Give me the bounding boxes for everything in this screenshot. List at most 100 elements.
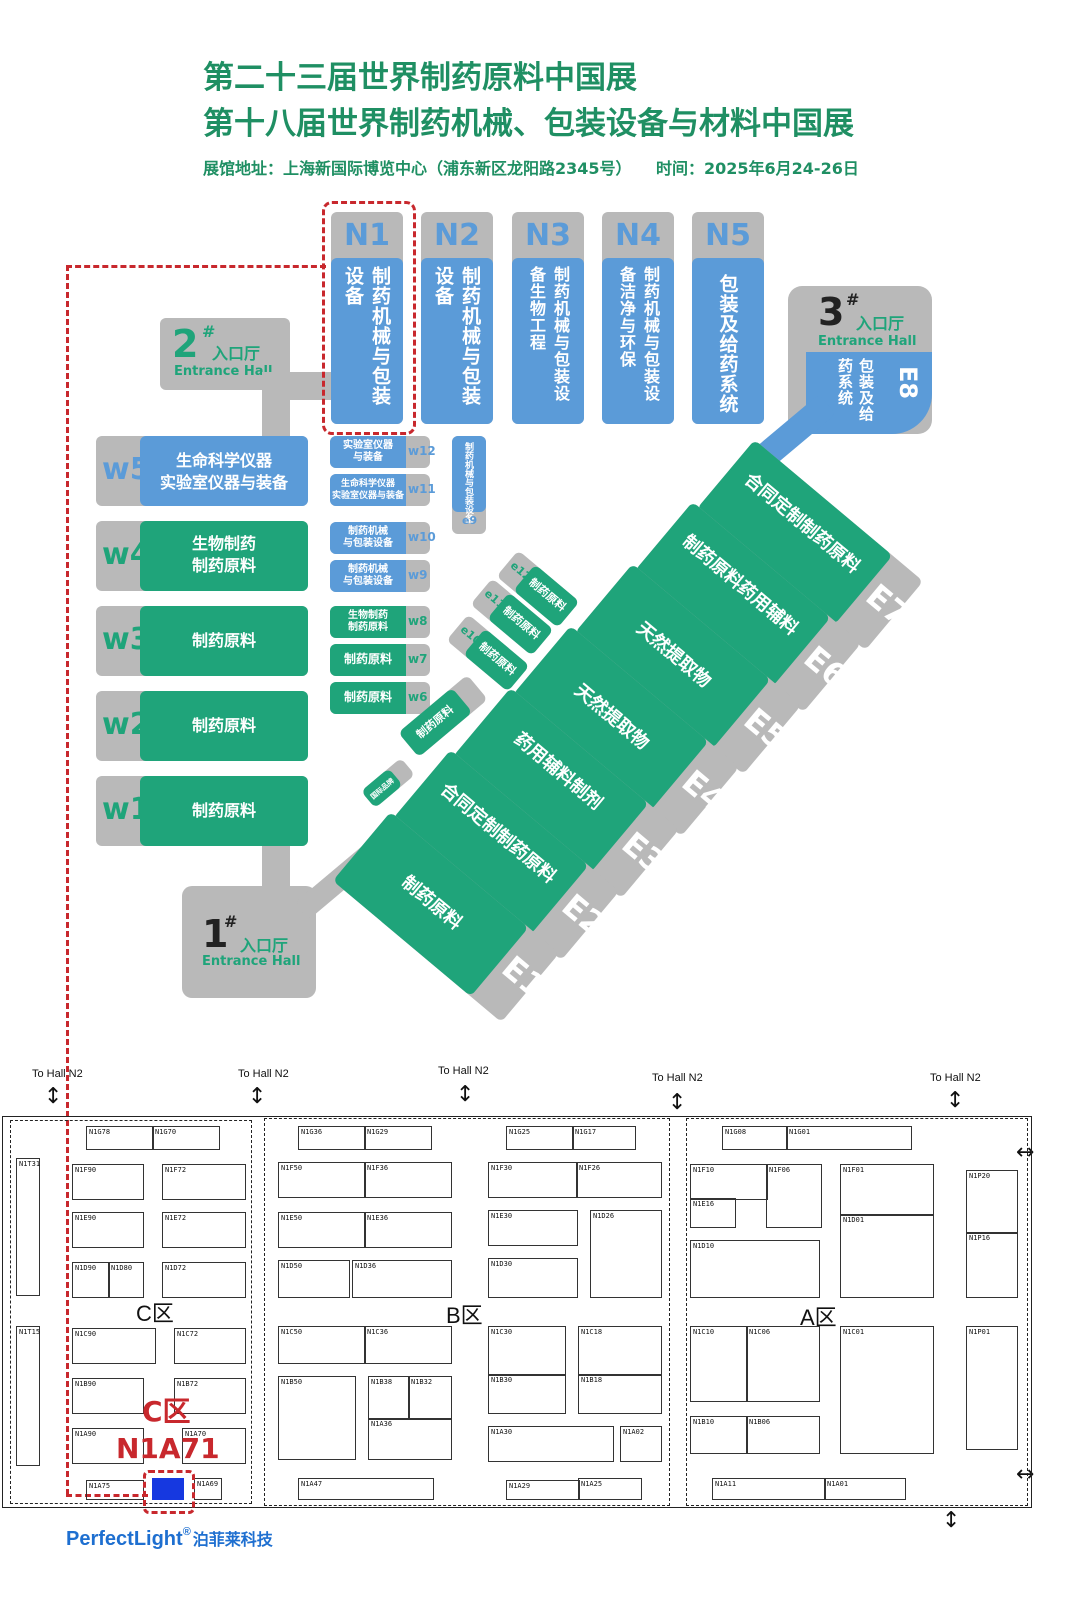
hall-w2[interactable]: w2 制药原料 (96, 691, 308, 761)
booth-n1e30[interactable]: N1E30 (488, 1210, 578, 1246)
hall-w5[interactable]: w5 生命科学仪器 实验室仪器与装备 (96, 436, 308, 506)
entrance-2-sup: # (202, 322, 216, 341)
hall-w12[interactable]: 实验室仪器 与装备 w12 (330, 436, 436, 468)
booth-n1b30[interactable]: N1B30 (488, 1374, 566, 1414)
hall-n3[interactable]: N3 制药机械与包装设备生物工程 (512, 212, 584, 424)
booth-n1f01[interactable]: N1F01 (840, 1164, 934, 1216)
booth-n1t31[interactable]: N1T31 (16, 1158, 40, 1296)
hall-w4-line1: 生物制药 (191, 534, 256, 553)
hall-w7[interactable]: 制药原料 w7 (330, 644, 430, 676)
booth-n1a75[interactable]: N1A75 (86, 1480, 144, 1500)
hall-n1[interactable]: N1 制药机械与包装设备 (331, 212, 403, 424)
hall-n1-id: N1 (344, 218, 390, 253)
booth-n1p16[interactable]: N1P16 (966, 1232, 1018, 1298)
booth-n1p01[interactable]: N1P01 (966, 1326, 1018, 1450)
route-line-bottom (66, 1494, 148, 1497)
hall-w11-id: w11 (408, 482, 436, 496)
hall-e9-machinery[interactable]: 制药机械与包装设备 e9 (452, 436, 486, 534)
booth-n1d36[interactable]: N1D36 (352, 1260, 452, 1298)
booth-n1b50[interactable]: N1B50 (278, 1376, 356, 1460)
booth-n1f10[interactable]: N1F10 (690, 1164, 768, 1200)
booth-n1t15[interactable]: N1T15 (16, 1326, 40, 1466)
booth-n1a02[interactable]: N1A02 (620, 1426, 662, 1462)
booth-n1g36[interactable]: N1G36 (298, 1126, 366, 1150)
hall-e8-label: 包装及给药系统 (836, 358, 875, 422)
booth-n1e72[interactable]: N1E72 (162, 1212, 246, 1248)
entrance-2-number: 2 (172, 322, 199, 366)
booth-n1e16[interactable]: N1E16 (690, 1198, 736, 1228)
booth-n1a11[interactable]: N1A11 (712, 1478, 826, 1500)
hall-w8[interactable]: 生物制药 制药原料 w8 (330, 606, 430, 638)
hall-w6[interactable]: 制药原料 w6 (330, 682, 430, 714)
booth-n1f72[interactable]: N1F72 (162, 1164, 246, 1200)
booth-n1c72[interactable]: N1C72 (174, 1328, 246, 1364)
booth-n1d90[interactable]: N1D90 (72, 1262, 110, 1298)
booth-n1b72[interactable]: N1B72 (174, 1378, 246, 1414)
booth-n1d10[interactable]: N1D10 (690, 1240, 820, 1298)
hall-w6-line1: 制药原料 (343, 690, 392, 704)
booth-n1d72[interactable]: N1D72 (162, 1262, 246, 1298)
booth-n1a25[interactable]: N1A25 (578, 1478, 642, 1500)
booth-n1c10[interactable]: N1C10 (690, 1326, 748, 1402)
booth-n1c30[interactable]: N1C30 (488, 1326, 566, 1376)
booth-n1b06[interactable]: N1B06 (746, 1416, 820, 1454)
booth-n1b38[interactable]: N1B38 (368, 1376, 410, 1420)
hall-w11[interactable]: 生命科学仪器 实验室仪器与装备 w11 (330, 474, 436, 506)
booth-n1c18[interactable]: N1C18 (578, 1326, 662, 1376)
booth-n1a36[interactable]: N1A36 (368, 1418, 452, 1460)
booth-n1b90[interactable]: N1B90 (72, 1378, 144, 1414)
venue-info: 展馆地址：上海新国际博览中心（浦东新区龙阳路2345号） (203, 159, 632, 178)
booth-n1d80[interactable]: N1D80 (108, 1262, 144, 1298)
target-booth-n1a71[interactable] (152, 1478, 184, 1500)
zone-c-area (10, 1120, 252, 1504)
booth-n1c90[interactable]: N1C90 (72, 1328, 156, 1364)
hall-n5[interactable]: N5 包装及给药系统 (692, 212, 764, 424)
hall-n4[interactable]: N4 制药机械与包装设备洁净与环保 (602, 212, 674, 424)
booth-n1g29[interactable]: N1G29 (364, 1126, 432, 1150)
booth-n1c01[interactable]: N1C01 (840, 1326, 934, 1454)
hall-w12-id: w12 (408, 444, 436, 458)
booth-n1e36[interactable]: N1E36 (364, 1212, 452, 1248)
hall-w3[interactable]: w3 制药原料 (96, 606, 308, 676)
hall-w1[interactable]: w1 制药原料 (96, 776, 308, 846)
booth-n1g25[interactable]: N1G25 (506, 1126, 574, 1150)
booth-n1f06[interactable]: N1F06 (766, 1164, 822, 1228)
booth-n1c36[interactable]: N1C36 (364, 1326, 452, 1364)
booth-n1d26[interactable]: N1D26 (590, 1210, 662, 1298)
hall-w4[interactable]: w4 生物制药 制药原料 (96, 521, 308, 591)
booth-n1a30[interactable]: N1A30 (488, 1426, 614, 1462)
booth-n1a29[interactable]: N1A29 (506, 1480, 580, 1500)
booth-n1p20[interactable]: N1P20 (966, 1170, 1018, 1234)
booth-n1g08[interactable]: N1G08 (722, 1126, 788, 1150)
hall-w10[interactable]: 制药机械 与包装设备 w10 (330, 522, 436, 554)
booth-n1b18[interactable]: N1B18 (578, 1374, 662, 1414)
booth-n1d50[interactable]: N1D50 (278, 1260, 350, 1298)
booth-n1g01[interactable]: N1G01 (786, 1126, 912, 1150)
zone-a-label: A区 (800, 1305, 837, 1330)
booth-n1a47[interactable]: N1A47 (298, 1478, 434, 1500)
booth-n1f90[interactable]: N1F90 (72, 1164, 144, 1200)
booth-n1b10[interactable]: N1B10 (690, 1416, 748, 1454)
booth-n1a70[interactable]: N1A70 (182, 1428, 246, 1464)
booth-n1g17[interactable]: N1G17 (572, 1126, 636, 1150)
booth-n1g70[interactable]: N1G70 (152, 1126, 220, 1150)
booth-n1e90[interactable]: N1E90 (72, 1212, 144, 1248)
booth-n1a90[interactable]: N1A90 (72, 1428, 144, 1464)
booth-n1c06[interactable]: N1C06 (746, 1326, 820, 1402)
booth-n1f50[interactable]: N1F50 (278, 1162, 366, 1198)
to-hall-label-2: To Hall N2 (238, 1068, 289, 1080)
hall-w9[interactable]: 制药机械 与包装设备 w9 (330, 560, 430, 592)
booth-n1b32[interactable]: N1B32 (408, 1376, 452, 1420)
hall-n2[interactable]: N2 制药机械与包装设备 (421, 212, 493, 424)
booth-n1e50[interactable]: N1E50 (278, 1212, 366, 1248)
hall-w4-line2: 制药原料 (191, 556, 256, 575)
booth-n1f26[interactable]: N1F26 (576, 1162, 662, 1198)
booth-n1f30[interactable]: N1F30 (488, 1162, 578, 1198)
booth-n1a69[interactable]: N1A69 (194, 1478, 222, 1500)
booth-n1f36[interactable]: N1F36 (364, 1162, 452, 1198)
booth-n1d30[interactable]: N1D30 (488, 1258, 578, 1298)
booth-n1d01[interactable]: N1D01 (840, 1214, 934, 1298)
booth-n1g78[interactable]: N1G78 (86, 1126, 154, 1150)
booth-n1a01[interactable]: N1A01 (824, 1478, 906, 1500)
booth-n1c50[interactable]: N1C50 (278, 1326, 366, 1364)
